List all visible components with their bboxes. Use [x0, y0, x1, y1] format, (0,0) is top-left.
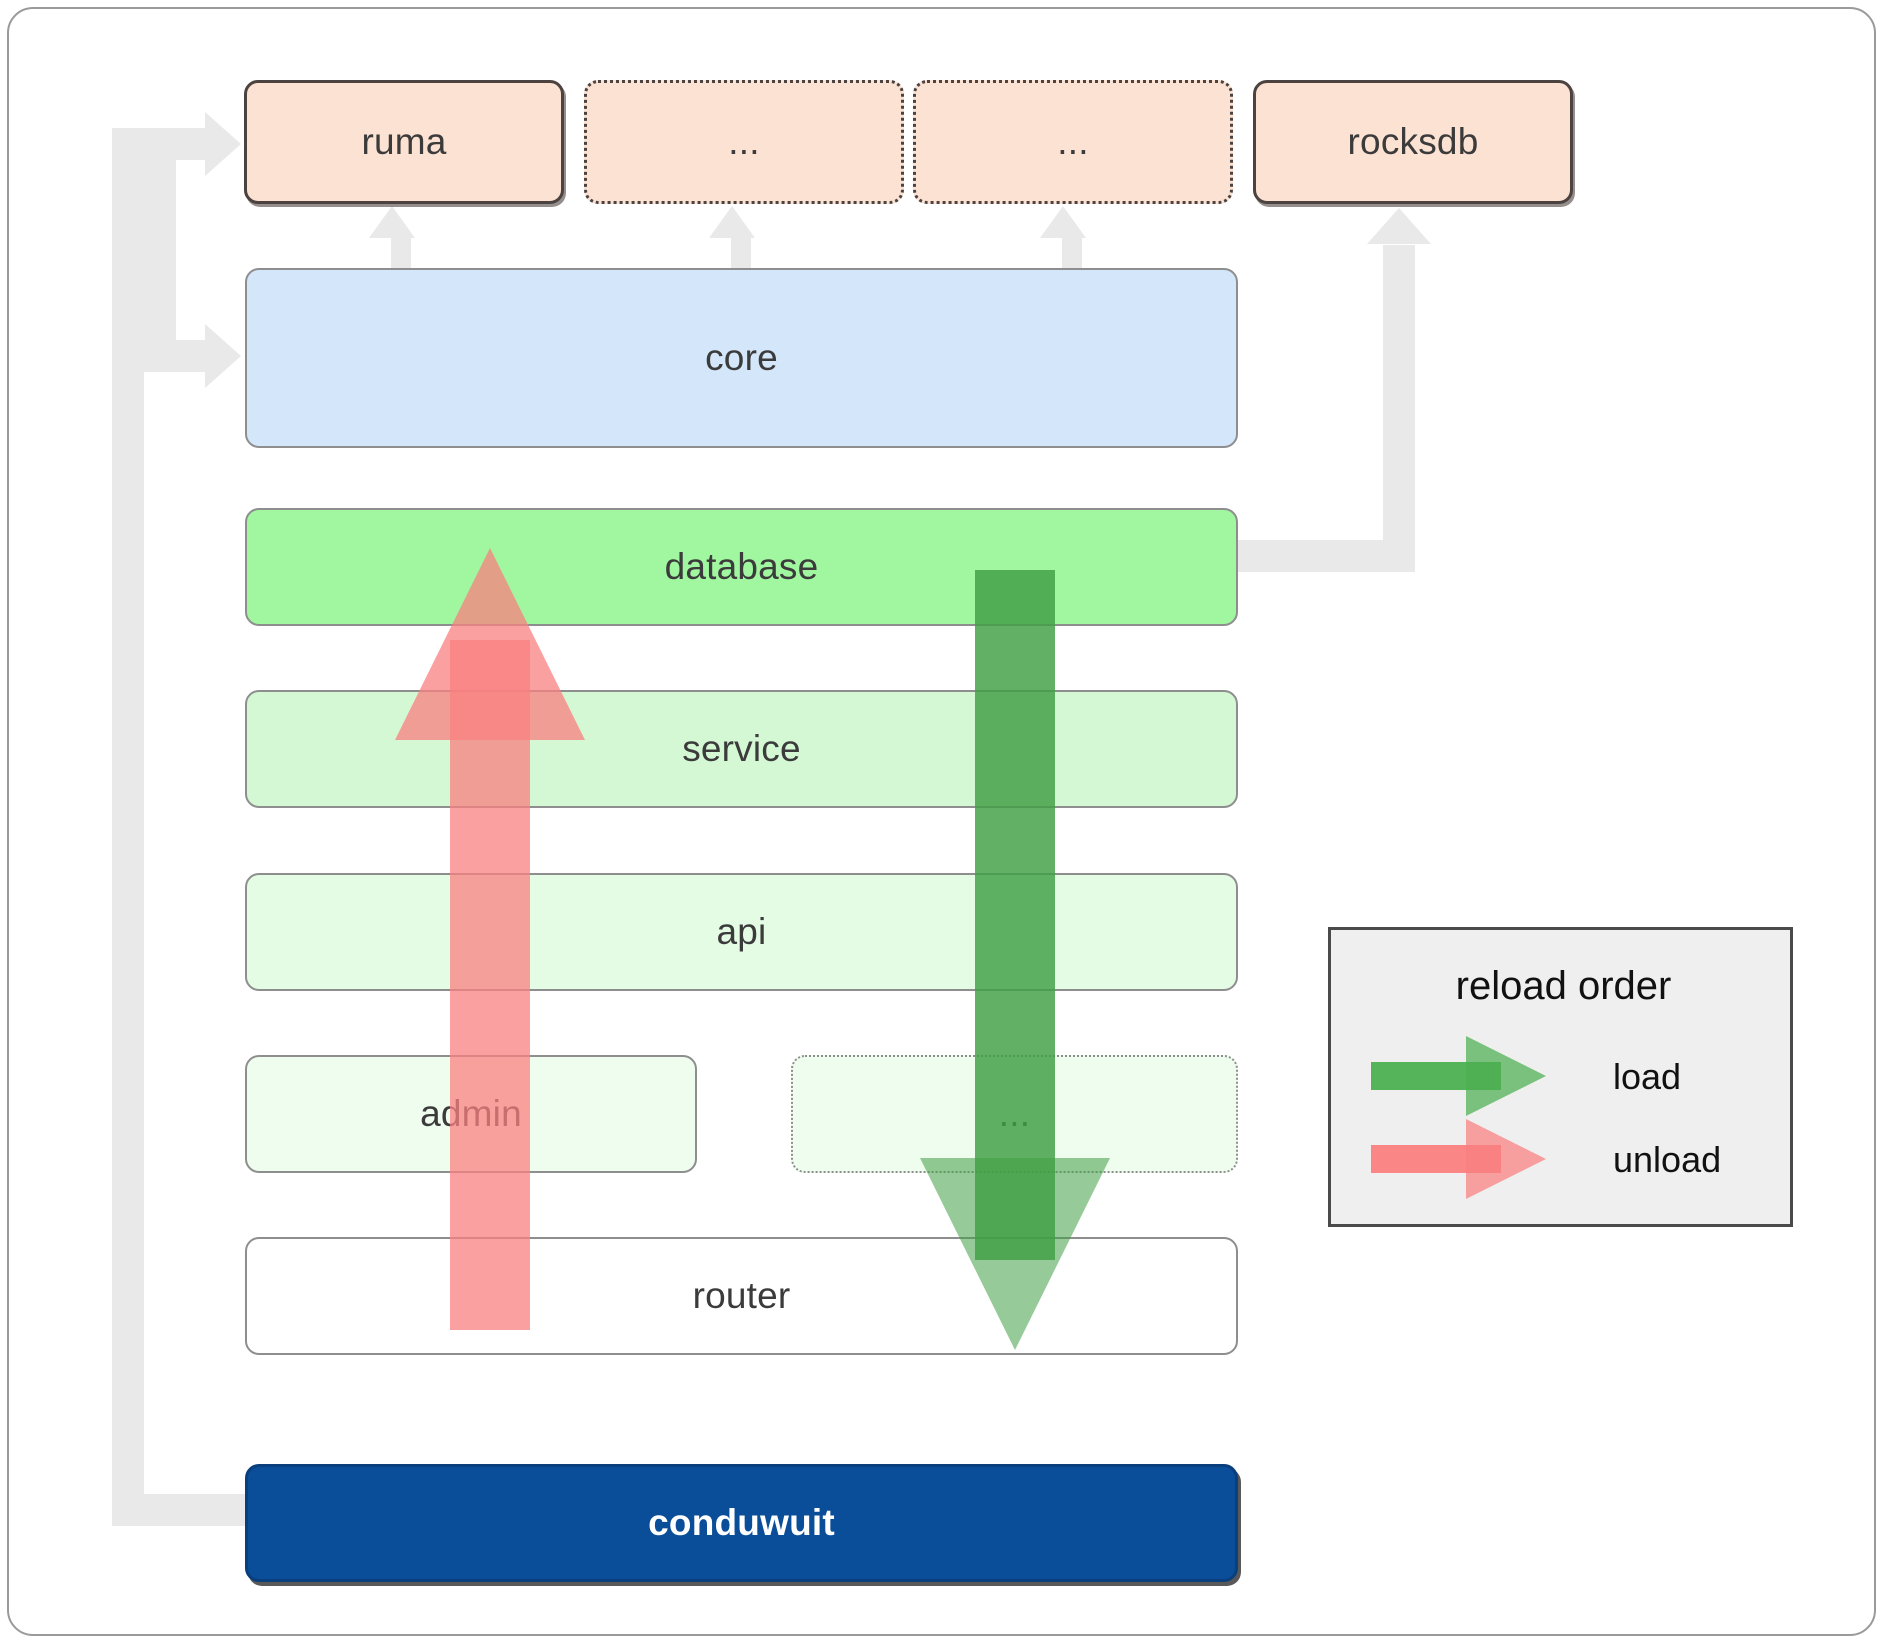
layer-label: core	[705, 337, 778, 378]
connector-arrowhead-core-to-ruma	[369, 206, 415, 238]
diagram-frame	[7, 7, 1876, 1636]
binary-label: conduwuit	[648, 1502, 835, 1543]
connector-database-to-rocksdb-vertical	[1383, 245, 1415, 545]
layer-box-api[interactable]: api	[245, 873, 1238, 991]
legend-panel: reload order load unload	[1328, 927, 1793, 1227]
legend-unload-arrow-icon	[1371, 1119, 1546, 1199]
connector-arrowhead-core	[205, 324, 241, 388]
layer-label: router	[692, 1275, 791, 1316]
layer-label: service	[682, 728, 801, 769]
layer-box-more[interactable]: ...	[791, 1055, 1238, 1173]
connector-database-to-rocksdb-horizontal	[1215, 540, 1415, 572]
legend-title: reload order	[1455, 964, 1672, 1008]
dependency-label: rocksdb	[1347, 121, 1479, 162]
layer-label: api	[716, 911, 767, 952]
connector-arrowhead-rocksdb	[1367, 208, 1431, 244]
connector-arrowhead-core-to-dep2	[709, 206, 755, 238]
legend-label-unload: unload	[1613, 1139, 1722, 1180]
connector-core-to-dep3-shaft	[1062, 236, 1082, 270]
layer-box-service[interactable]: service	[245, 690, 1238, 808]
connector-left-trunk-bottom	[112, 1494, 252, 1526]
dependency-label: ...	[728, 121, 760, 162]
connector-arrowhead-ruma	[205, 112, 241, 176]
connector-left-trunk-vertical	[112, 128, 144, 1512]
dependency-label: ...	[1057, 121, 1089, 162]
layer-box-core[interactable]: core	[245, 268, 1238, 448]
dependency-box-ruma[interactable]: ruma	[244, 80, 564, 204]
layer-label: database	[664, 546, 819, 587]
layer-label: ...	[998, 1093, 1031, 1134]
layer-box-admin[interactable]: admin	[245, 1055, 697, 1173]
legend-label-load: load	[1613, 1056, 1682, 1097]
dependency-box-rocksdb[interactable]: rocksdb	[1253, 80, 1573, 204]
dependency-label: ruma	[361, 121, 447, 162]
layer-box-router[interactable]: router	[245, 1237, 1238, 1355]
layer-box-database[interactable]: database	[245, 508, 1238, 626]
layer-label: admin	[420, 1093, 522, 1134]
dependency-box-more-1[interactable]: ...	[584, 80, 904, 204]
dependency-box-more-2[interactable]: ...	[913, 80, 1233, 204]
legend-load-arrow-icon	[1371, 1036, 1546, 1116]
connector-branch-to-core-stub	[144, 128, 176, 372]
binary-box-conduwuit[interactable]: conduwuit	[245, 1464, 1238, 1582]
connector-core-to-ruma-shaft	[391, 236, 411, 270]
connector-core-to-dep2-shaft	[731, 236, 751, 270]
legend-arrow-graphics	[1371, 1036, 1546, 1199]
connector-arrowhead-core-to-dep3	[1040, 206, 1086, 238]
